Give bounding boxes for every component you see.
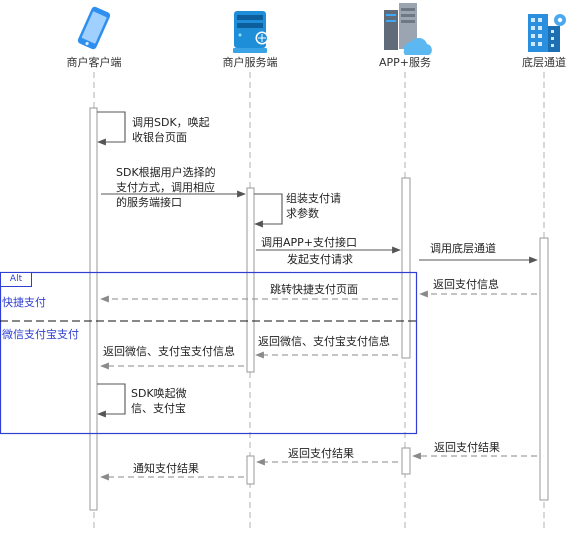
participant-client: 商户客户端 xyxy=(66,56,122,69)
message-notify-result: 通知支付结果 xyxy=(133,462,199,475)
self-call-server xyxy=(254,193,283,228)
self-call-client xyxy=(97,111,126,146)
message-return-wxali-to-server: 返回微信、支付宝支付信息 xyxy=(258,335,390,348)
participant-app: APP+服务 xyxy=(378,56,431,69)
building-icon xyxy=(528,14,566,52)
message-call-channel: 调用底层通道 xyxy=(430,242,496,255)
activation-client xyxy=(89,107,98,511)
message-call-server-api: SDK根据用户选择的支付方式，调用相应的服务端接口 xyxy=(116,166,216,209)
activation-app-2 xyxy=(401,447,411,475)
activation-app-1 xyxy=(401,177,411,359)
alt-frame xyxy=(0,271,418,435)
message-sdk-invoke-wxali: SDK唤起微信、支付宝 xyxy=(131,387,187,415)
server-cluster-icon xyxy=(384,3,432,55)
alt-section-quickpay: 快捷支付 xyxy=(2,296,46,309)
participant-channel: 底层通道 xyxy=(522,56,566,69)
messages xyxy=(97,111,538,481)
phone-icon xyxy=(77,6,111,50)
activation-bars xyxy=(89,107,549,511)
message-return-pay-info: 返回支付信息 xyxy=(433,278,499,291)
message-send-pay-request: 发起支付请求 xyxy=(287,253,353,266)
message-return-result-app: 返回支付结果 xyxy=(288,447,354,460)
self-call-client-sdk xyxy=(97,383,126,418)
activation-server-2 xyxy=(246,455,255,485)
server-icon xyxy=(233,11,269,53)
alt-frame-tag: Alt xyxy=(0,272,32,287)
activation-server-1 xyxy=(246,187,255,373)
message-return-wxali-to-client: 返回微信、支付宝支付信息 xyxy=(103,345,235,358)
message-redirect-quickpay: 跳转快捷支付页面 xyxy=(270,283,358,296)
participant-server: 商户服务端 xyxy=(222,56,278,69)
message-return-result-channel: 返回支付结果 xyxy=(434,441,500,454)
activation-channel xyxy=(539,237,549,501)
message-assemble-params: 组装支付请求参数 xyxy=(286,192,341,220)
message-call-app-pay-api: 调用APP+支付接口 xyxy=(261,236,358,249)
alt-section-wxali: 微信支付宝支付 xyxy=(2,328,79,341)
message-invoke-sdk: 调用SDK，唤起收银台页面 xyxy=(132,116,210,144)
